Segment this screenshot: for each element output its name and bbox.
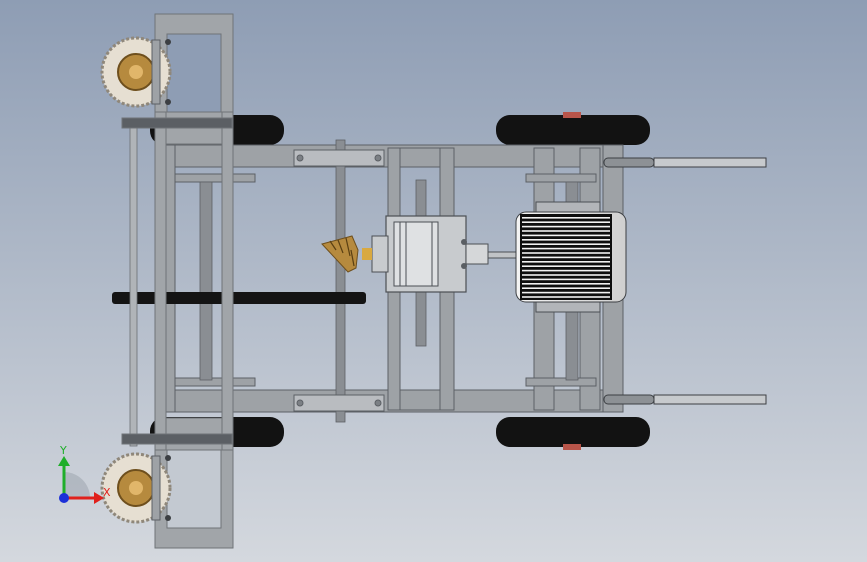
frame-cross-beam-lower	[525, 377, 597, 387]
motor-fin-line	[522, 287, 610, 289]
left-vertical-shaft[interactable]	[199, 181, 213, 381]
motor-cooling-fins	[522, 217, 610, 298]
motor-fin-line	[522, 291, 610, 294]
handle-bottom-pin	[603, 394, 655, 405]
transverse-black-bar[interactable]	[112, 292, 366, 304]
handle-top-grip	[653, 157, 767, 168]
triad-z-axis	[59, 493, 69, 503]
bearing-top[interactable]	[293, 149, 385, 167]
gearbox-output-hub	[362, 248, 372, 260]
motor-fin-line	[522, 247, 610, 250]
wheel-rear-right-hub	[563, 444, 581, 450]
motor-fin-line	[522, 225, 610, 228]
motor-fin-line	[522, 252, 610, 254]
triad-plane-arc	[64, 472, 90, 498]
motor-fin-line	[522, 274, 610, 276]
motor-fin-line	[522, 278, 610, 281]
handle-top-pin	[603, 157, 655, 168]
motor-fin-line	[522, 239, 610, 241]
electric-motor[interactable]	[515, 201, 627, 313]
frame-inner-top-beam	[174, 173, 256, 183]
frame-inner-bottom-beam	[174, 377, 256, 387]
motor-fin-line	[522, 243, 610, 245]
motor-fin-line	[522, 265, 610, 267]
front-gear-bottom[interactable]	[100, 452, 172, 524]
wheel-rear-left-tire[interactable]	[496, 115, 650, 145]
drive-chain-shaft[interactable]	[335, 139, 346, 423]
triad-y-label: Y	[59, 444, 67, 457]
knuckle-top	[121, 117, 233, 129]
bearing-bottom[interactable]	[293, 394, 385, 412]
center-gearbox[interactable]	[362, 215, 467, 293]
steering-column-left	[221, 111, 234, 451]
motor-fin-line	[522, 234, 610, 237]
triad-x-label: X	[103, 486, 111, 499]
bevel-pinion-gear[interactable]	[321, 235, 359, 273]
motor-fin-line	[522, 256, 610, 259]
motor-fin-line	[522, 296, 610, 298]
steering-column-inner	[154, 111, 167, 451]
push-handles[interactable]	[603, 157, 767, 405]
wheel-rear-right-tire[interactable]	[496, 417, 650, 447]
handle-bottom-grip	[653, 394, 767, 405]
motor-fin-line	[522, 217, 610, 219]
wheel-rear-left-hub	[563, 112, 581, 118]
frame-cross-beam	[525, 173, 597, 183]
motor-fin-line	[522, 221, 610, 223]
motor-fin-line	[522, 261, 610, 263]
orientation-triad[interactable]: Y X	[58, 444, 111, 504]
motor-fin-line	[522, 269, 610, 272]
pillow-block-bearings	[293, 149, 385, 412]
knuckle-bottom	[121, 433, 233, 445]
motor-fin-line	[522, 230, 610, 232]
front-axle-shaft[interactable]	[129, 117, 138, 447]
front-gear-top[interactable]	[100, 36, 172, 108]
motor-fin-line	[522, 283, 610, 285]
